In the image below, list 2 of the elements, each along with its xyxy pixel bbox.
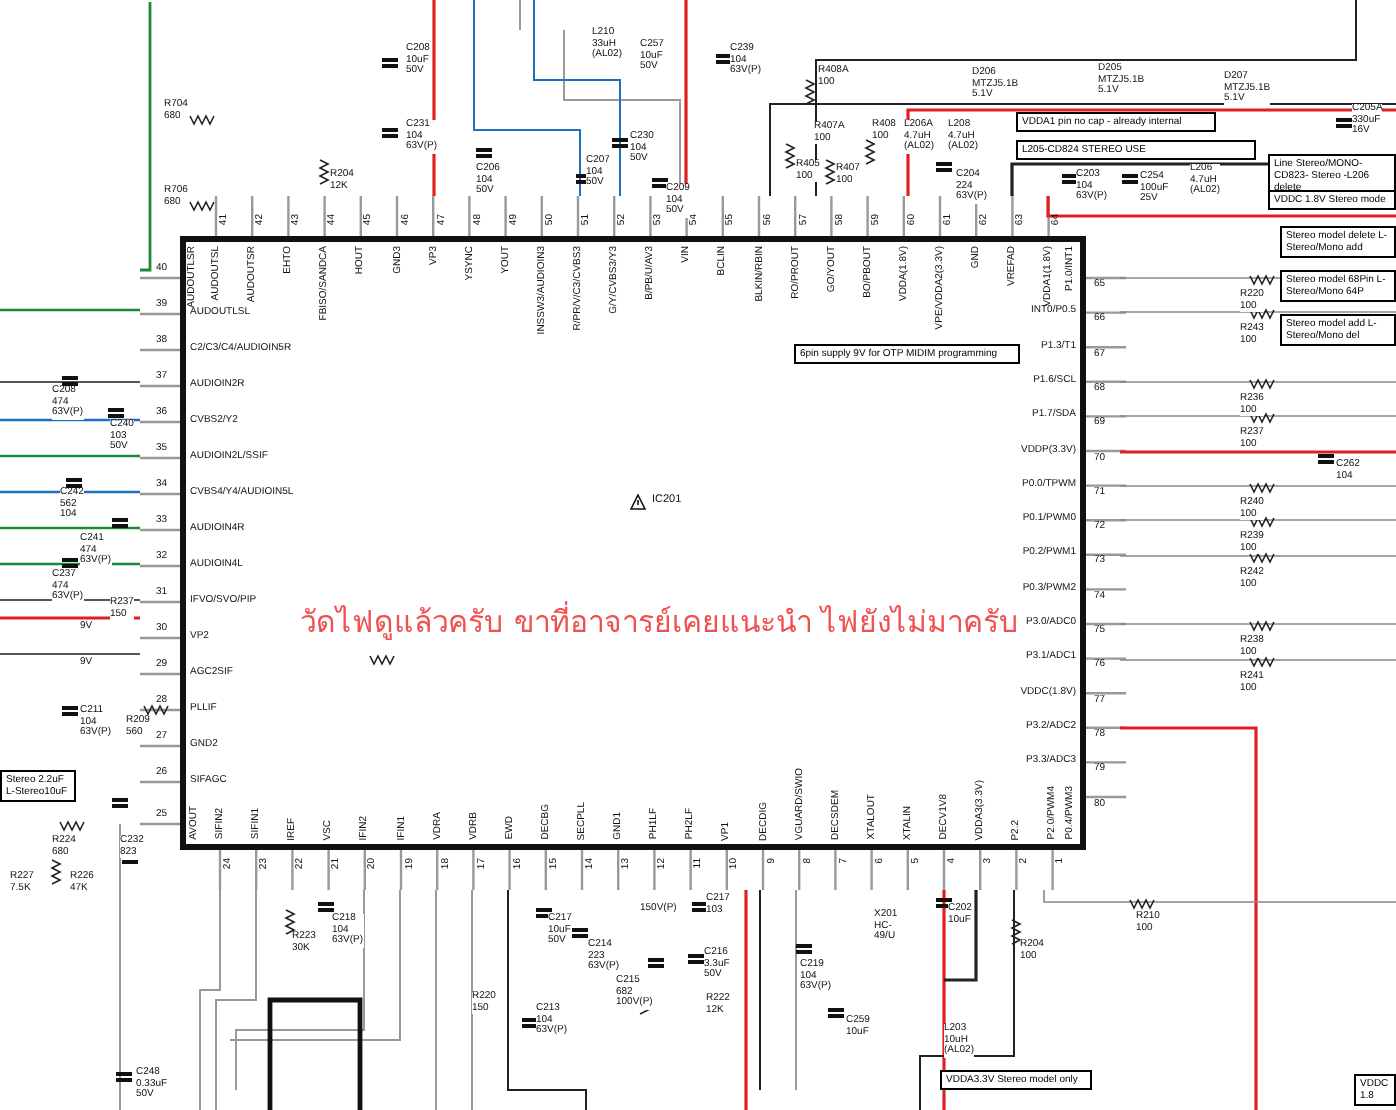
- handwritten-note: วัดไฟดูแล้วครับ ขาที่อาจารย์เคยแนะนำ ไฟยังไม่มาครับ: [300, 604, 1020, 640]
- ic-body: [180, 236, 1086, 850]
